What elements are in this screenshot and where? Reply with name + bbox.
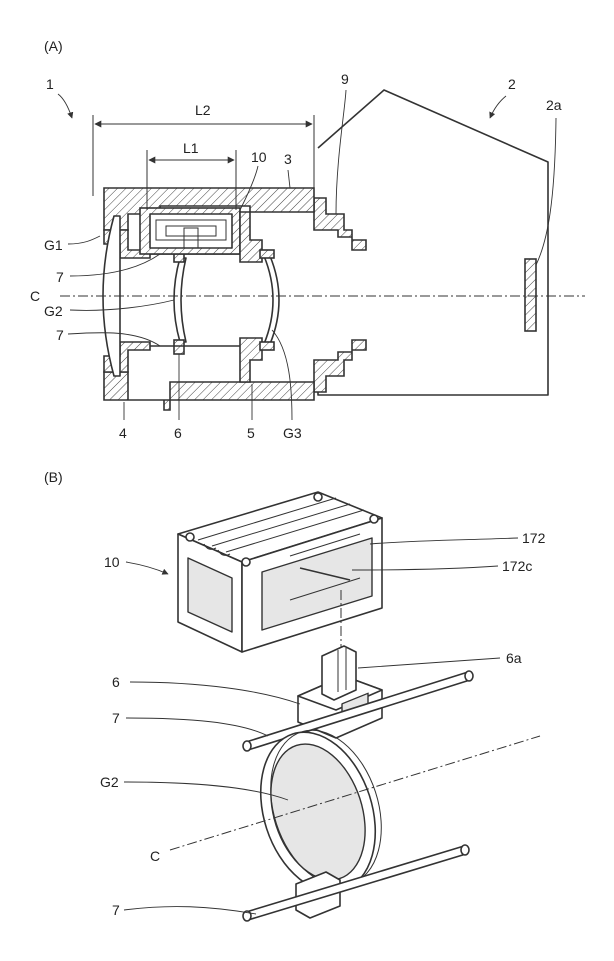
rear-frame-bottom (239, 337, 263, 383)
leader-172c (351, 565, 499, 571)
lens-g2-ring-inner (270, 743, 366, 881)
label-6a: 6a (506, 650, 522, 666)
holder-6a (321, 645, 357, 701)
leader-6a (357, 657, 501, 669)
label-b-7-bottom: 7 (112, 902, 120, 918)
label-4: 4 (119, 425, 127, 441)
screw-3 (369, 514, 379, 524)
holder-6a-slot (337, 648, 347, 692)
g1-leader (67, 235, 101, 245)
label-7-bottom: 7 (56, 327, 64, 343)
leader-172 (369, 537, 519, 545)
label-b-c: C (150, 848, 160, 864)
leader-7-top (125, 717, 269, 737)
rod-7-top-end-right (464, 670, 474, 682)
label-3: 3 (284, 151, 292, 167)
image-sensor (524, 258, 537, 332)
rod-7-bottom-end-right (460, 844, 470, 856)
ref-arrow-2 (489, 95, 507, 119)
label-b-g2: G2 (100, 774, 119, 790)
label-172c: 172c (502, 558, 532, 574)
g3-clip-bottom (259, 341, 275, 351)
leader-g2 (123, 781, 289, 801)
label-l1: L1 (183, 140, 199, 156)
label-6: 6 (174, 425, 182, 441)
label-1: 1 (46, 76, 54, 92)
g2-holder-bottom (173, 339, 185, 355)
optical-axis-b (169, 735, 541, 851)
panel-a: (A) (30, 38, 585, 441)
label-2a: 2a (546, 97, 562, 113)
lens-g1 (102, 215, 121, 377)
label-10: 10 (251, 149, 267, 165)
inner-slot-172 (289, 533, 361, 601)
rod-7-top-end-left (242, 740, 252, 752)
panel-b-title: (B) (44, 469, 63, 485)
label-g1: G1 (44, 237, 63, 253)
label-2: 2 (508, 76, 516, 92)
label-b-6: 6 (112, 674, 120, 690)
unit-10-inner (149, 213, 233, 249)
g3-leader (271, 329, 293, 421)
rear-frame-top (239, 211, 263, 263)
label-9: 9 (341, 71, 349, 87)
label-b-7-top: 7 (112, 710, 120, 726)
sensor-leader (535, 117, 557, 266)
screw-4 (241, 557, 251, 567)
unit-box-front-window (187, 557, 233, 633)
rod-7-bottom-end-left (242, 910, 252, 922)
leader-6 (129, 681, 301, 705)
unit-10-leader (239, 165, 259, 211)
barrel-3-leader (287, 169, 291, 189)
ref-arrow-1 (57, 93, 74, 119)
barrel-bottom (103, 371, 315, 411)
label-5: 5 (247, 425, 255, 441)
screw-1 (185, 532, 195, 542)
lens-g2 (173, 257, 187, 343)
unit-box-grooves (197, 497, 365, 556)
unit-10-mechanism (155, 219, 227, 249)
leader-7-bottom (123, 906, 257, 915)
mount-top (313, 197, 367, 251)
g3-clip-top (259, 249, 275, 259)
rod7-top-leader (69, 253, 161, 277)
label-c-a: C (30, 288, 40, 304)
inner-rod-172c (299, 567, 351, 581)
label-l2: L2 (195, 102, 211, 118)
mount-leader (335, 89, 347, 215)
g2-leader (69, 299, 175, 311)
label-g2-a: G2 (44, 303, 63, 319)
panel-b: (B) (44, 469, 546, 922)
panel-a-title: (A) (44, 38, 63, 54)
label-g3: G3 (283, 425, 302, 441)
label-7-top: 7 (56, 269, 64, 285)
unit-box-side-window (261, 537, 373, 631)
label-172: 172 (522, 530, 546, 546)
rod7-bottom-leader (67, 332, 161, 347)
ref-arrow-10 (125, 561, 169, 575)
label-b-10: 10 (104, 554, 120, 570)
lens-g3 (263, 255, 280, 345)
screw-2 (313, 492, 323, 502)
mount-bottom (313, 339, 367, 393)
